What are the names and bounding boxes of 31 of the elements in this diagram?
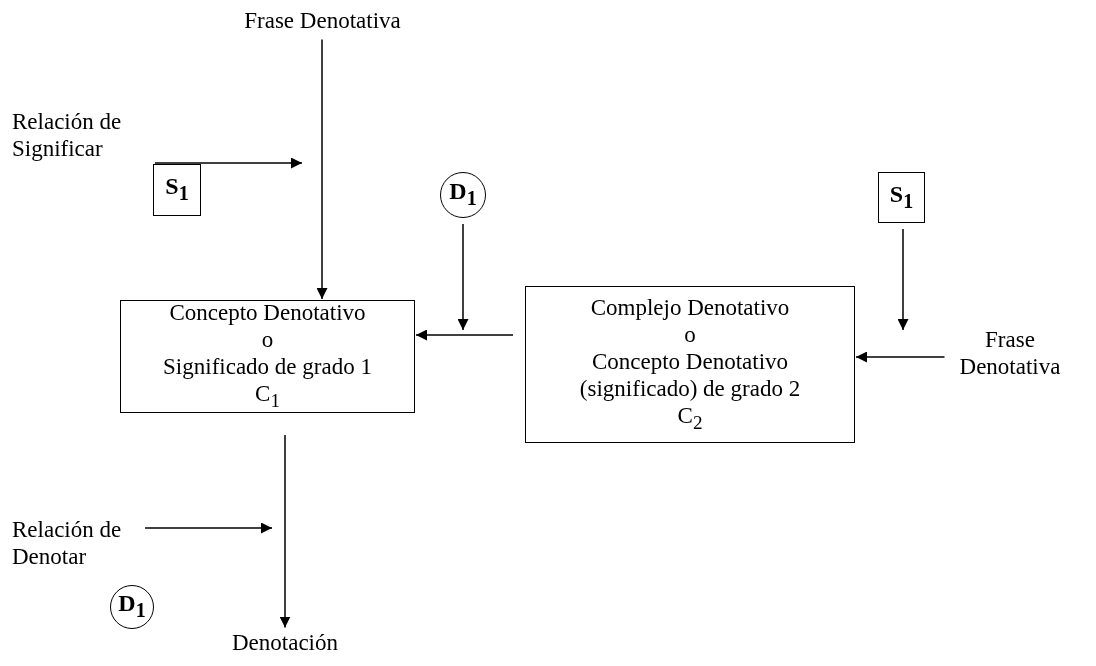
box-text: C$_{1}$	[255, 380, 280, 413]
box-text: S$_{1}$	[889, 180, 914, 214]
box-text: C$_{2}$	[677, 401, 703, 435]
arrow	[279, 434, 291, 629]
box-text: Significado de grado 1	[163, 353, 372, 381]
box-text: o	[684, 320, 696, 348]
symbol-circle	[440, 172, 486, 218]
symbol-box	[153, 164, 201, 216]
arrow	[897, 228, 909, 331]
concept-box	[120, 300, 415, 413]
concept-box	[525, 286, 855, 443]
box-text: D$_{1}$	[118, 590, 146, 623]
arrow	[144, 522, 273, 534]
arrow	[154, 157, 303, 169]
arrow	[415, 329, 514, 341]
box-text: o	[261, 326, 274, 354]
node-label: Frase Denotativa	[958, 326, 1062, 380]
node-label: Denotación	[232, 628, 338, 656]
arrow	[855, 351, 946, 363]
node-label: Relación de Significar	[12, 108, 123, 162]
symbol-circle	[110, 585, 154, 629]
node-label: Relación de Denotar	[12, 516, 123, 570]
node-label: Frase Denotativa	[244, 6, 401, 34]
symbol-box	[878, 172, 925, 223]
box-text: Complejo Denotativo	[590, 293, 790, 321]
box-text: S$_{1}$	[165, 173, 189, 206]
box-text: Concepto Denotativo (significado) de grado 2	[578, 347, 802, 402]
box-text: D$_{1}$	[449, 178, 477, 211]
arrow	[316, 38, 328, 300]
arrow	[457, 223, 469, 331]
box-text: Concepto Denotativo	[169, 299, 366, 327]
